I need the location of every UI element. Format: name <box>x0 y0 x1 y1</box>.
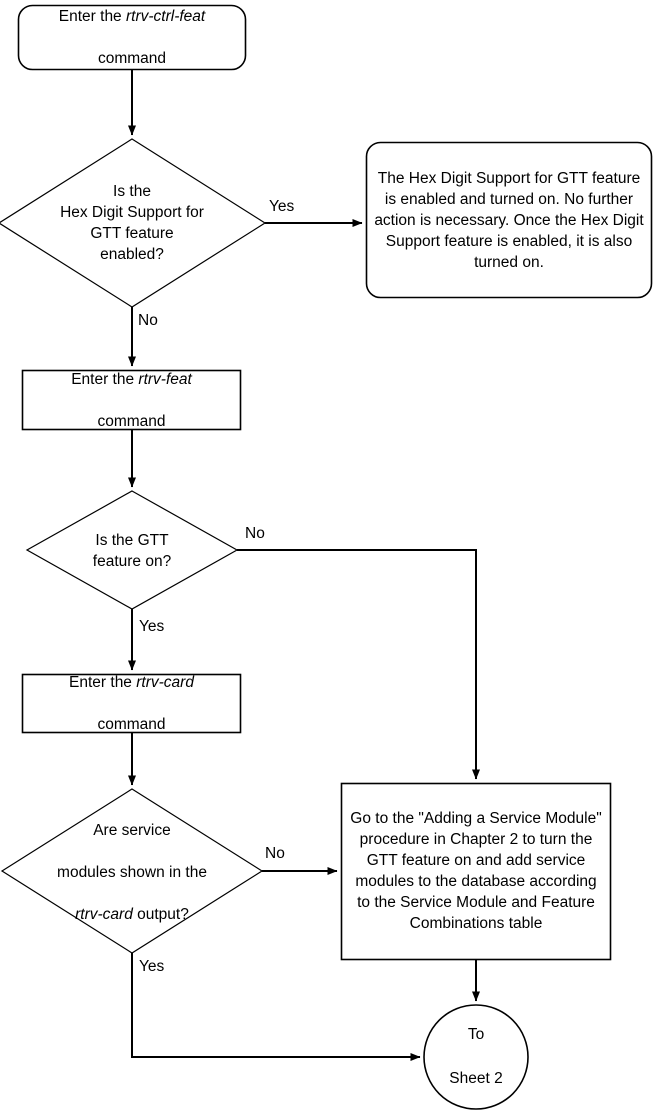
edge-label-gtt-on-no: No <box>245 525 265 542</box>
node-note-already-on <box>365 141 653 299</box>
node-decision-gtt-on <box>25 490 239 610</box>
edge-label-hex-digit-yes: Yes <box>269 198 295 215</box>
node-process-rtrv-card <box>21 673 242 734</box>
node-decision-hex-digit-enabled <box>0 138 267 308</box>
edge-label-service-modules-no: No <box>265 845 285 862</box>
node-connector-to-sheet-2 <box>423 1004 529 1110</box>
connector-gtt-no-to-adding-service-module <box>237 549 480 780</box>
node-decision-service-modules <box>0 788 264 954</box>
connector-service-modules-yes-to-sheet-2 <box>131 953 421 1061</box>
node-process-adding-service-module <box>340 782 612 961</box>
edge-label-gtt-on-yes: Yes <box>139 618 165 635</box>
node-process-rtrv-feat <box>21 369 242 431</box>
edge-label-hex-digit-no: No <box>138 312 158 329</box>
node-start-rtrv-ctrl-feat <box>17 4 247 71</box>
edge-label-service-modules-yes: Yes <box>139 958 165 975</box>
